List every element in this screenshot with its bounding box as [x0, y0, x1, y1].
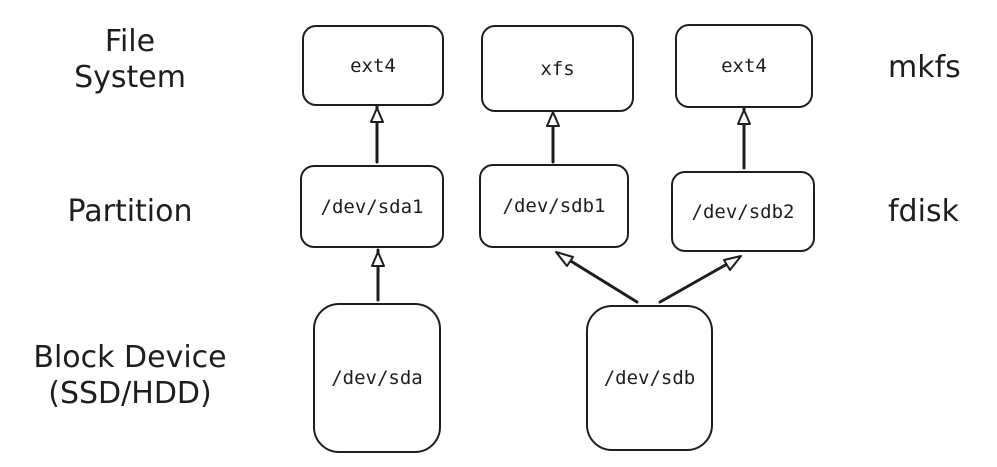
edge-sdb-to-sdb2 — [658, 257, 738, 304]
arrowhead-sda1-to-ext4 — [370, 107, 384, 123]
node-device-sda-label: /dev/sda — [331, 367, 423, 389]
node-filesystem-xfs-sdb1-label: xfs — [540, 57, 575, 80]
layer-label-partition-text: Partition — [67, 194, 193, 229]
node-device-sdb-label: /dev/sdb — [603, 367, 696, 389]
node-filesystem-xfs-sdb1: xfs — [481, 25, 634, 112]
arrowhead-sdb2-to-ext4 — [737, 109, 751, 125]
arrowhead-sda-to-sda1 — [371, 251, 385, 267]
command-label-mkfs: mkfs — [888, 50, 961, 85]
arrowhead-sdb-to-sdb1 — [555, 251, 574, 267]
node-partition-sdb2-label: /dev/sdb2 — [691, 200, 795, 223]
layer-label-block-device: Block Device (SSD/HDD) — [10, 340, 250, 412]
layer-label-partition: Partition — [50, 194, 210, 230]
node-partition-sdb1: /dev/sdb1 — [479, 164, 629, 248]
command-label-fdisk: fdisk — [888, 194, 959, 229]
arrowhead-sdb1-to-xfs — [546, 111, 560, 127]
arrowhead-sdb-to-sdb2 — [723, 255, 742, 271]
layer-label-filesystem-line2: System — [74, 60, 186, 95]
node-filesystem-ext4-sdb2-label: ext4 — [721, 55, 767, 77]
node-partition-sdb1-label: /dev/sdb1 — [502, 195, 606, 217]
node-partition-sdb2: /dev/sdb2 — [671, 171, 815, 252]
layer-label-filesystem: File System — [60, 24, 200, 96]
node-filesystem-ext4-sdb2: ext4 — [675, 24, 813, 108]
node-partition-sda1-label: /dev/sda1 — [320, 195, 424, 218]
layer-label-block-device-line1: Block Device — [33, 340, 227, 375]
node-filesystem-ext4-sda1-label: ext4 — [350, 54, 396, 77]
node-device-sdb: /dev/sdb — [586, 305, 713, 451]
layer-label-block-device-line2: (SSD/HDD) — [48, 376, 212, 411]
node-device-sda: /dev/sda — [313, 303, 441, 453]
layer-label-filesystem-line1: File — [104, 24, 156, 59]
edge-sdb-to-sdb1 — [559, 253, 639, 304]
node-filesystem-ext4-sda1: ext4 — [302, 25, 444, 106]
node-partition-sda1: /dev/sda1 — [300, 165, 444, 248]
